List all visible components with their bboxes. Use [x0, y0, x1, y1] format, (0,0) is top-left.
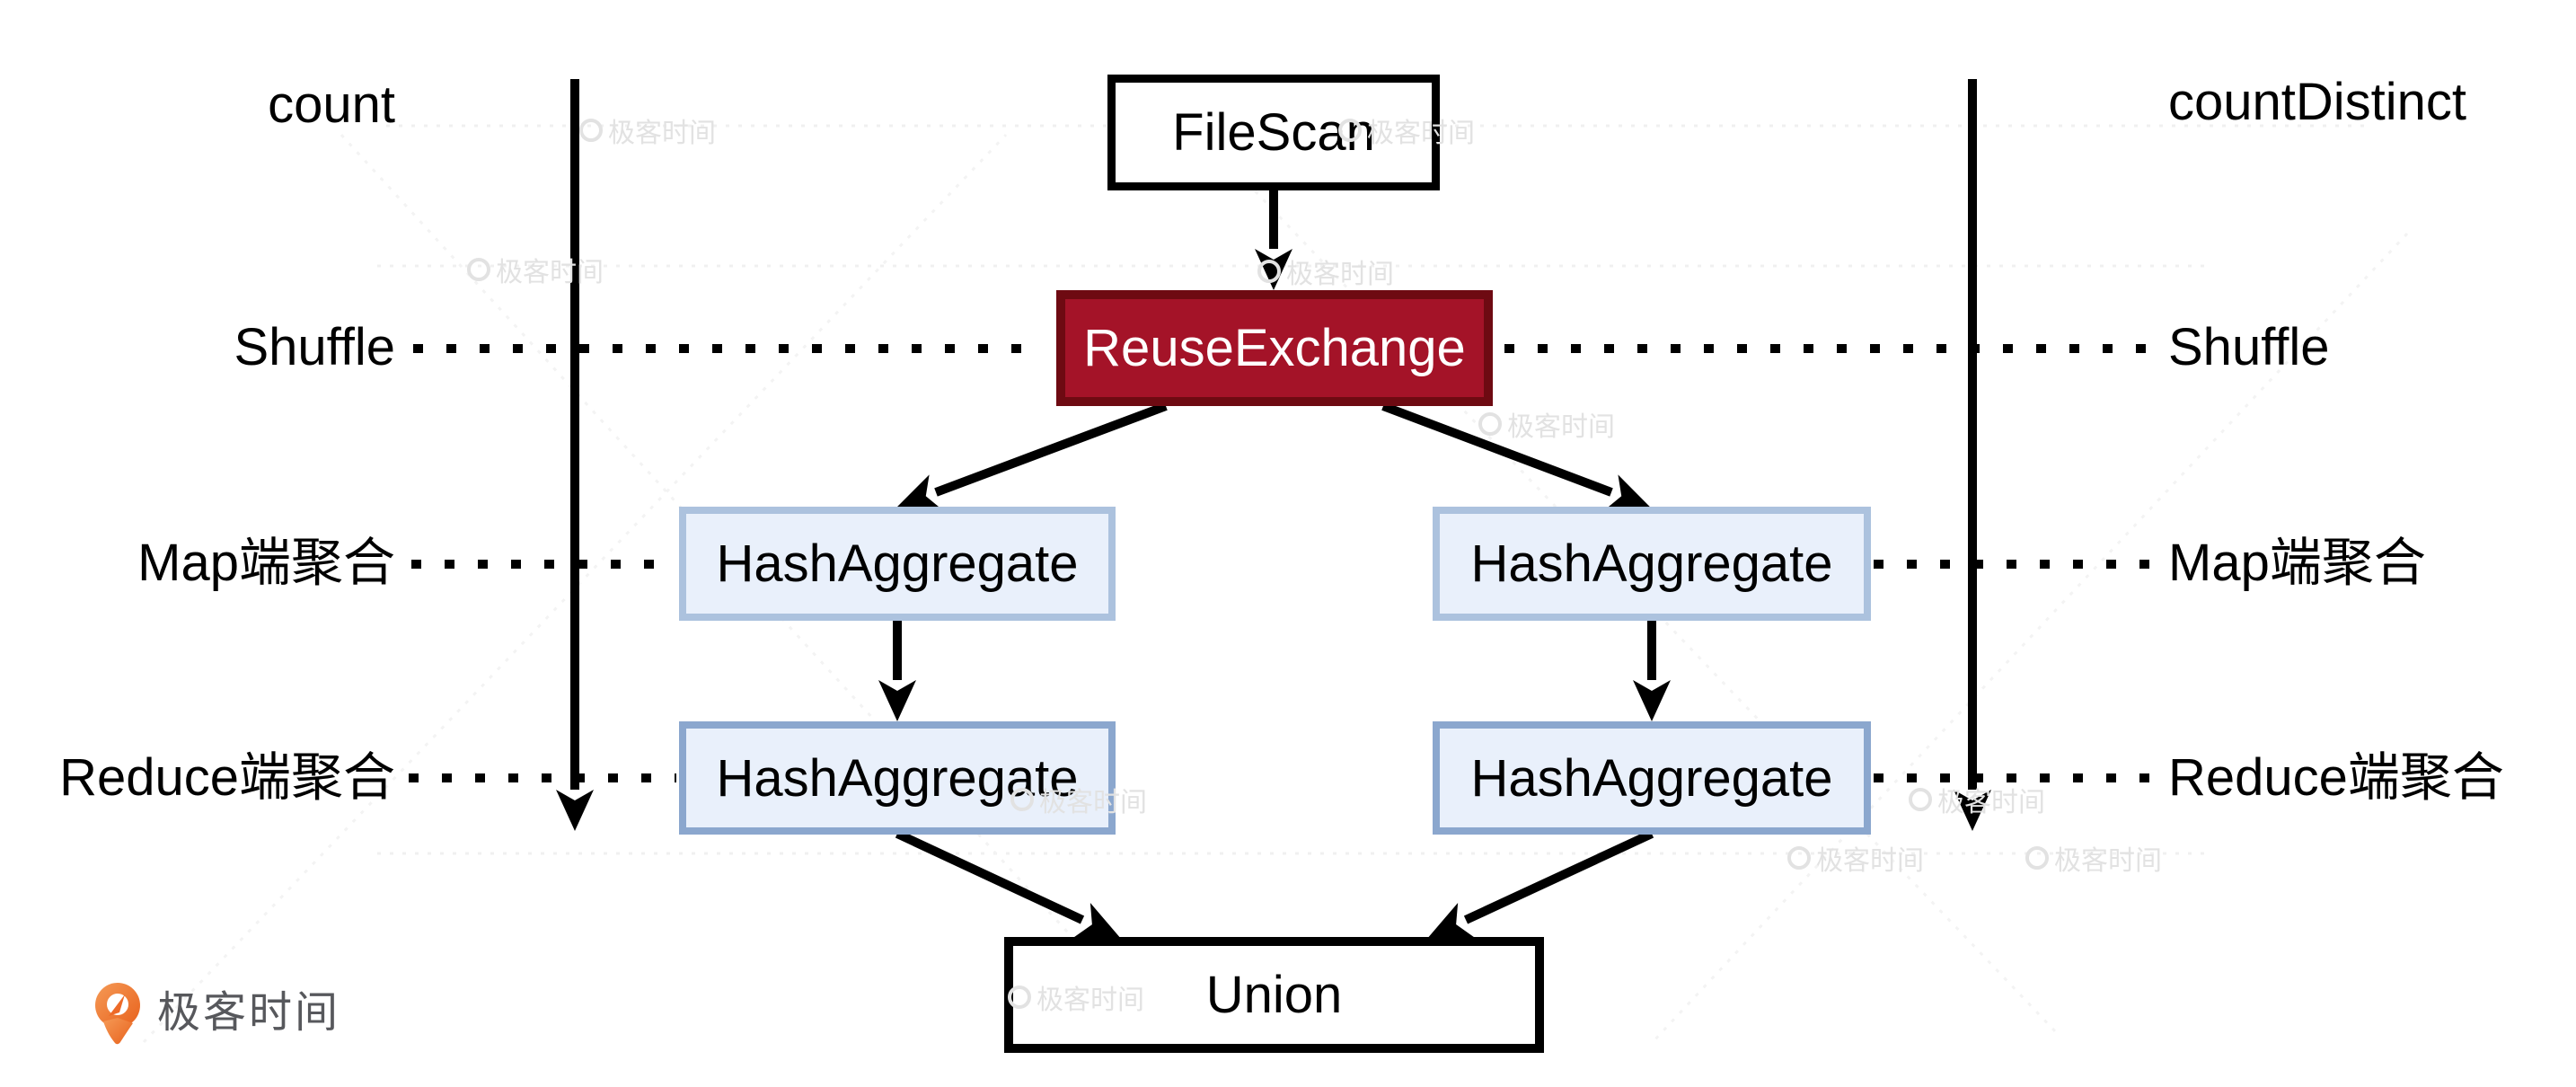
- watermark-logo-icon: [579, 119, 603, 142]
- hash-aggregate-label: HashAggregate: [1470, 748, 1833, 808]
- watermark: 极客时间: [1478, 404, 1615, 444]
- watermark-dotted-lines: [377, 124, 2371, 855]
- hash-aggregate-reduce-right-node: HashAggregate: [1433, 721, 1871, 835]
- geektime-logo-icon: [95, 983, 140, 1045]
- watermark-logo-icon: [1909, 788, 1932, 811]
- watermark: 极客时间: [1010, 780, 1147, 819]
- dotted-leaders: [409, 344, 2163, 782]
- watermark-logo-icon: [1008, 985, 1031, 1009]
- watermark: 极客时间: [579, 110, 716, 150]
- reuse-exchange-node: ReuseExchange: [1056, 290, 1493, 406]
- arrow-reduce-right-to-union: [1428, 829, 1654, 938]
- watermark-diagonal-lines: [142, 88, 2409, 1044]
- watermark-logo-icon: [467, 258, 490, 281]
- watermark: 极客时间: [1787, 838, 1924, 878]
- watermark: 极客时间: [467, 250, 604, 289]
- watermark: 极客时间: [1008, 977, 1144, 1017]
- watermark-logo-icon: [1010, 788, 1034, 811]
- arrow-reuse-to-map-left: [896, 402, 1168, 510]
- watermark-logo-icon: [2025, 846, 2049, 870]
- hash-aggregate-label: HashAggregate: [1470, 535, 1833, 593]
- label-count-distinct: countDistinct: [2168, 73, 2467, 131]
- label-reduce-agg-left: Reduce端聚合: [59, 748, 395, 807]
- geektime-logo-text: 极客时间: [157, 989, 341, 1037]
- arrow-reduce-left-to-union: [895, 829, 1120, 938]
- watermark: 极客时间: [1257, 252, 1394, 291]
- watermark: 极客时间: [1909, 780, 2045, 819]
- hash-aggregate-reduce-left-node: HashAggregate: [679, 721, 1116, 835]
- watermark: 极客时间: [2025, 838, 2162, 878]
- watermark-logo-icon: [1257, 260, 1281, 283]
- watermark: 极客时间: [1338, 110, 1475, 150]
- label-reduce-agg-right: Reduce端聚合: [2168, 748, 2504, 807]
- watermark-logo-icon: [1478, 412, 1502, 436]
- hash-aggregate-label: HashAggregate: [716, 535, 1079, 593]
- label-count: count: [268, 75, 395, 134]
- reuse-exchange-label: ReuseExchange: [1083, 319, 1466, 377]
- label-shuffle-right: Shuffle: [2168, 318, 2330, 376]
- watermark-logo-icon: [1338, 119, 1362, 142]
- label-map-agg-right: Map端聚合: [2168, 534, 2426, 592]
- hash-aggregate-map-right-node: HashAggregate: [1433, 507, 1871, 621]
- union-label: Union: [1205, 966, 1343, 1024]
- hash-aggregate-map-left-node: HashAggregate: [679, 507, 1116, 621]
- label-map-agg-left: Map端聚合: [137, 534, 395, 592]
- geektime-logo: 极客时间: [94, 981, 340, 1046]
- label-shuffle-left: Shuffle: [234, 318, 395, 376]
- watermark-logo-icon: [1787, 846, 1811, 870]
